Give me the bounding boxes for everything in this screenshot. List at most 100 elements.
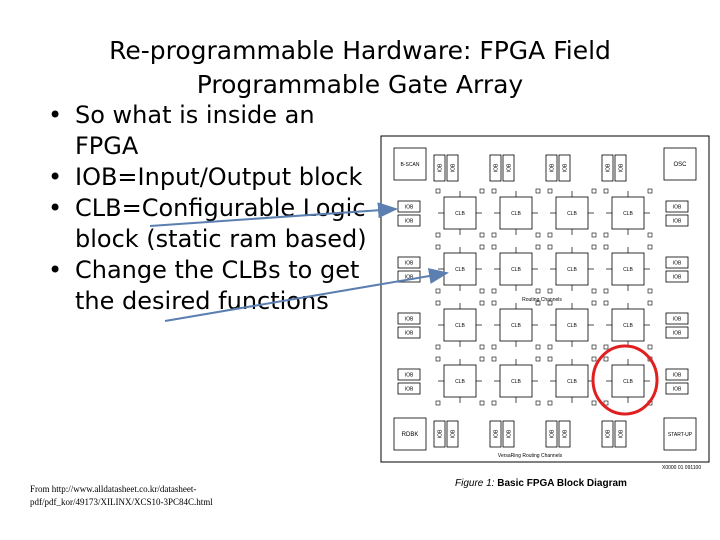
switch-matrix (547, 288, 553, 294)
clb-block-label: CLB (623, 379, 633, 385)
diagram-frame (380, 135, 710, 463)
iob-left-label: IOB (405, 261, 414, 267)
iob-right (665, 256, 689, 269)
iob-top (502, 154, 515, 182)
switch-matrix (603, 188, 609, 194)
switch-matrix (591, 400, 597, 406)
diagram-content: B-SCAN OSC RDBK START-UP IOB IOB IOB IOB IOB IOB I… (393, 147, 697, 459)
switch-matrix (591, 232, 597, 238)
iob-top-label: IOB (563, 163, 569, 172)
clb-block (555, 364, 589, 398)
clb-block (555, 308, 589, 342)
clb-block-label: CLB (567, 323, 577, 329)
switch-matrix (603, 356, 609, 362)
bscan-block-label: B-SCAN (401, 162, 420, 168)
iob-left (397, 256, 421, 269)
bullet-list: So what is inside an FPGA IOB=Input/Outp… (48, 100, 378, 317)
switch-matrix (647, 300, 653, 306)
switch-matrix (535, 188, 541, 194)
iob-left (397, 200, 421, 213)
clb-block-label: CLB (623, 211, 633, 217)
switch-matrix (479, 344, 485, 350)
switch-matrix (647, 244, 653, 250)
iob-bottom-label: IOB (494, 429, 500, 438)
switch-matrix (591, 244, 597, 250)
clb-block-label: CLB (455, 211, 465, 217)
switch-matrix (591, 300, 597, 306)
switch-matrix (491, 232, 497, 238)
caption-prefix: Figure 1: (455, 478, 495, 489)
highlight-circle (591, 344, 659, 416)
iob-bottom (502, 420, 515, 448)
clb-block-label: CLB (567, 379, 577, 385)
iob-left (397, 368, 421, 381)
caption-text: Basic FPGA Block Diagram (497, 478, 627, 489)
switch-matrix (603, 244, 609, 250)
iob-bottom (558, 420, 571, 448)
clb-block-label: CLB (455, 379, 465, 385)
switch-matrix (647, 188, 653, 194)
iob-right (665, 270, 689, 283)
iob-right-label: IOB (673, 219, 682, 225)
iob-left (397, 270, 421, 283)
iob-bottom (614, 420, 627, 448)
switch-matrix (647, 288, 653, 294)
iob-bottom (446, 420, 459, 448)
switch-matrix (479, 356, 485, 362)
iob-right-label: IOB (673, 317, 682, 323)
switch-matrix (647, 232, 653, 238)
osc-block-label: OSC (673, 162, 687, 168)
switch-matrix (535, 244, 541, 250)
switch-matrix (435, 300, 441, 306)
iob-top (558, 154, 571, 182)
clb-block (611, 308, 645, 342)
osc-block (663, 147, 697, 181)
switch-matrix (491, 288, 497, 294)
iob-right-label: IOB (673, 205, 682, 211)
clb-block-label: CLB (511, 323, 521, 329)
title-line-2: Programmable Gate Array (196, 70, 524, 99)
switch-matrix (435, 344, 441, 350)
iob-top-label: IOB (494, 163, 500, 172)
bscan-block (393, 147, 427, 181)
rdbk-block-label: RDBK (402, 432, 419, 438)
arrow-iob (149, 202, 398, 227)
switch-matrix (479, 232, 485, 238)
versaring-label: VersaRing Routing Channels (498, 453, 563, 459)
iob-top-label: IOB (606, 163, 612, 172)
switch-matrix (479, 288, 485, 294)
source-citation: From http://www.alldatasheet.co.kr/datas… (30, 483, 290, 509)
startup-block-label: START-UP (668, 432, 693, 438)
clb-block-label: CLB (511, 267, 521, 273)
switch-matrix (435, 356, 441, 362)
iob-left (397, 312, 421, 325)
iob-bottom (601, 420, 614, 448)
iob-left (397, 382, 421, 395)
source-line-1: From http://www.alldatasheet.co.kr/datas… (30, 484, 197, 494)
iob-bottom-label: IOB (550, 429, 556, 438)
iob-bottom-label: IOB (563, 429, 569, 438)
iob-bottom-label: IOB (438, 429, 444, 438)
rdbk-block (393, 417, 427, 451)
switch-matrix (647, 344, 653, 350)
switch-matrix (547, 244, 553, 250)
switch-matrix (535, 288, 541, 294)
bullet-item: IOB=Input/Output block (48, 162, 378, 193)
iob-left-label: IOB (405, 373, 414, 379)
iob-left-label: IOB (405, 317, 414, 323)
switch-matrix (547, 400, 553, 406)
arrow-clb (164, 268, 449, 322)
iob-right (665, 200, 689, 213)
title-line-1: Re-programmable Hardware: FPGA Field (109, 36, 611, 65)
fpga-block-diagram: B-SCAN OSC RDBK START-UP IOB IOB IOB IOB IOB IOB I… (380, 135, 710, 471)
figure-code: X0000 01 091100 (662, 465, 701, 471)
iob-top-label: IOB (619, 163, 625, 172)
iob-top (601, 154, 614, 182)
iob-top-label: IOB (507, 163, 513, 172)
source-line-2: pdf/pdf_kor/49173/XILINX/XCS10-3PC84C.ht… (30, 497, 213, 507)
iob-bottom-label: IOB (507, 429, 513, 438)
iob-top (489, 154, 502, 182)
startup-block (663, 417, 697, 451)
switch-matrix (435, 400, 441, 406)
